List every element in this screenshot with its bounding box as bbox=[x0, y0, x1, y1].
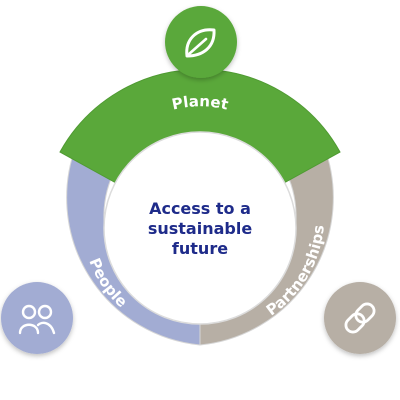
center-title-line-1: Access to a bbox=[149, 199, 251, 218]
center-title-line-3: future bbox=[172, 239, 228, 258]
center-circle bbox=[103, 131, 297, 325]
link-icon bbox=[324, 282, 396, 354]
center-title-line-2: sustainable bbox=[148, 219, 252, 238]
planet-label: Planet bbox=[170, 92, 230, 113]
leaf-icon bbox=[165, 6, 237, 78]
people-icon bbox=[1, 282, 73, 354]
